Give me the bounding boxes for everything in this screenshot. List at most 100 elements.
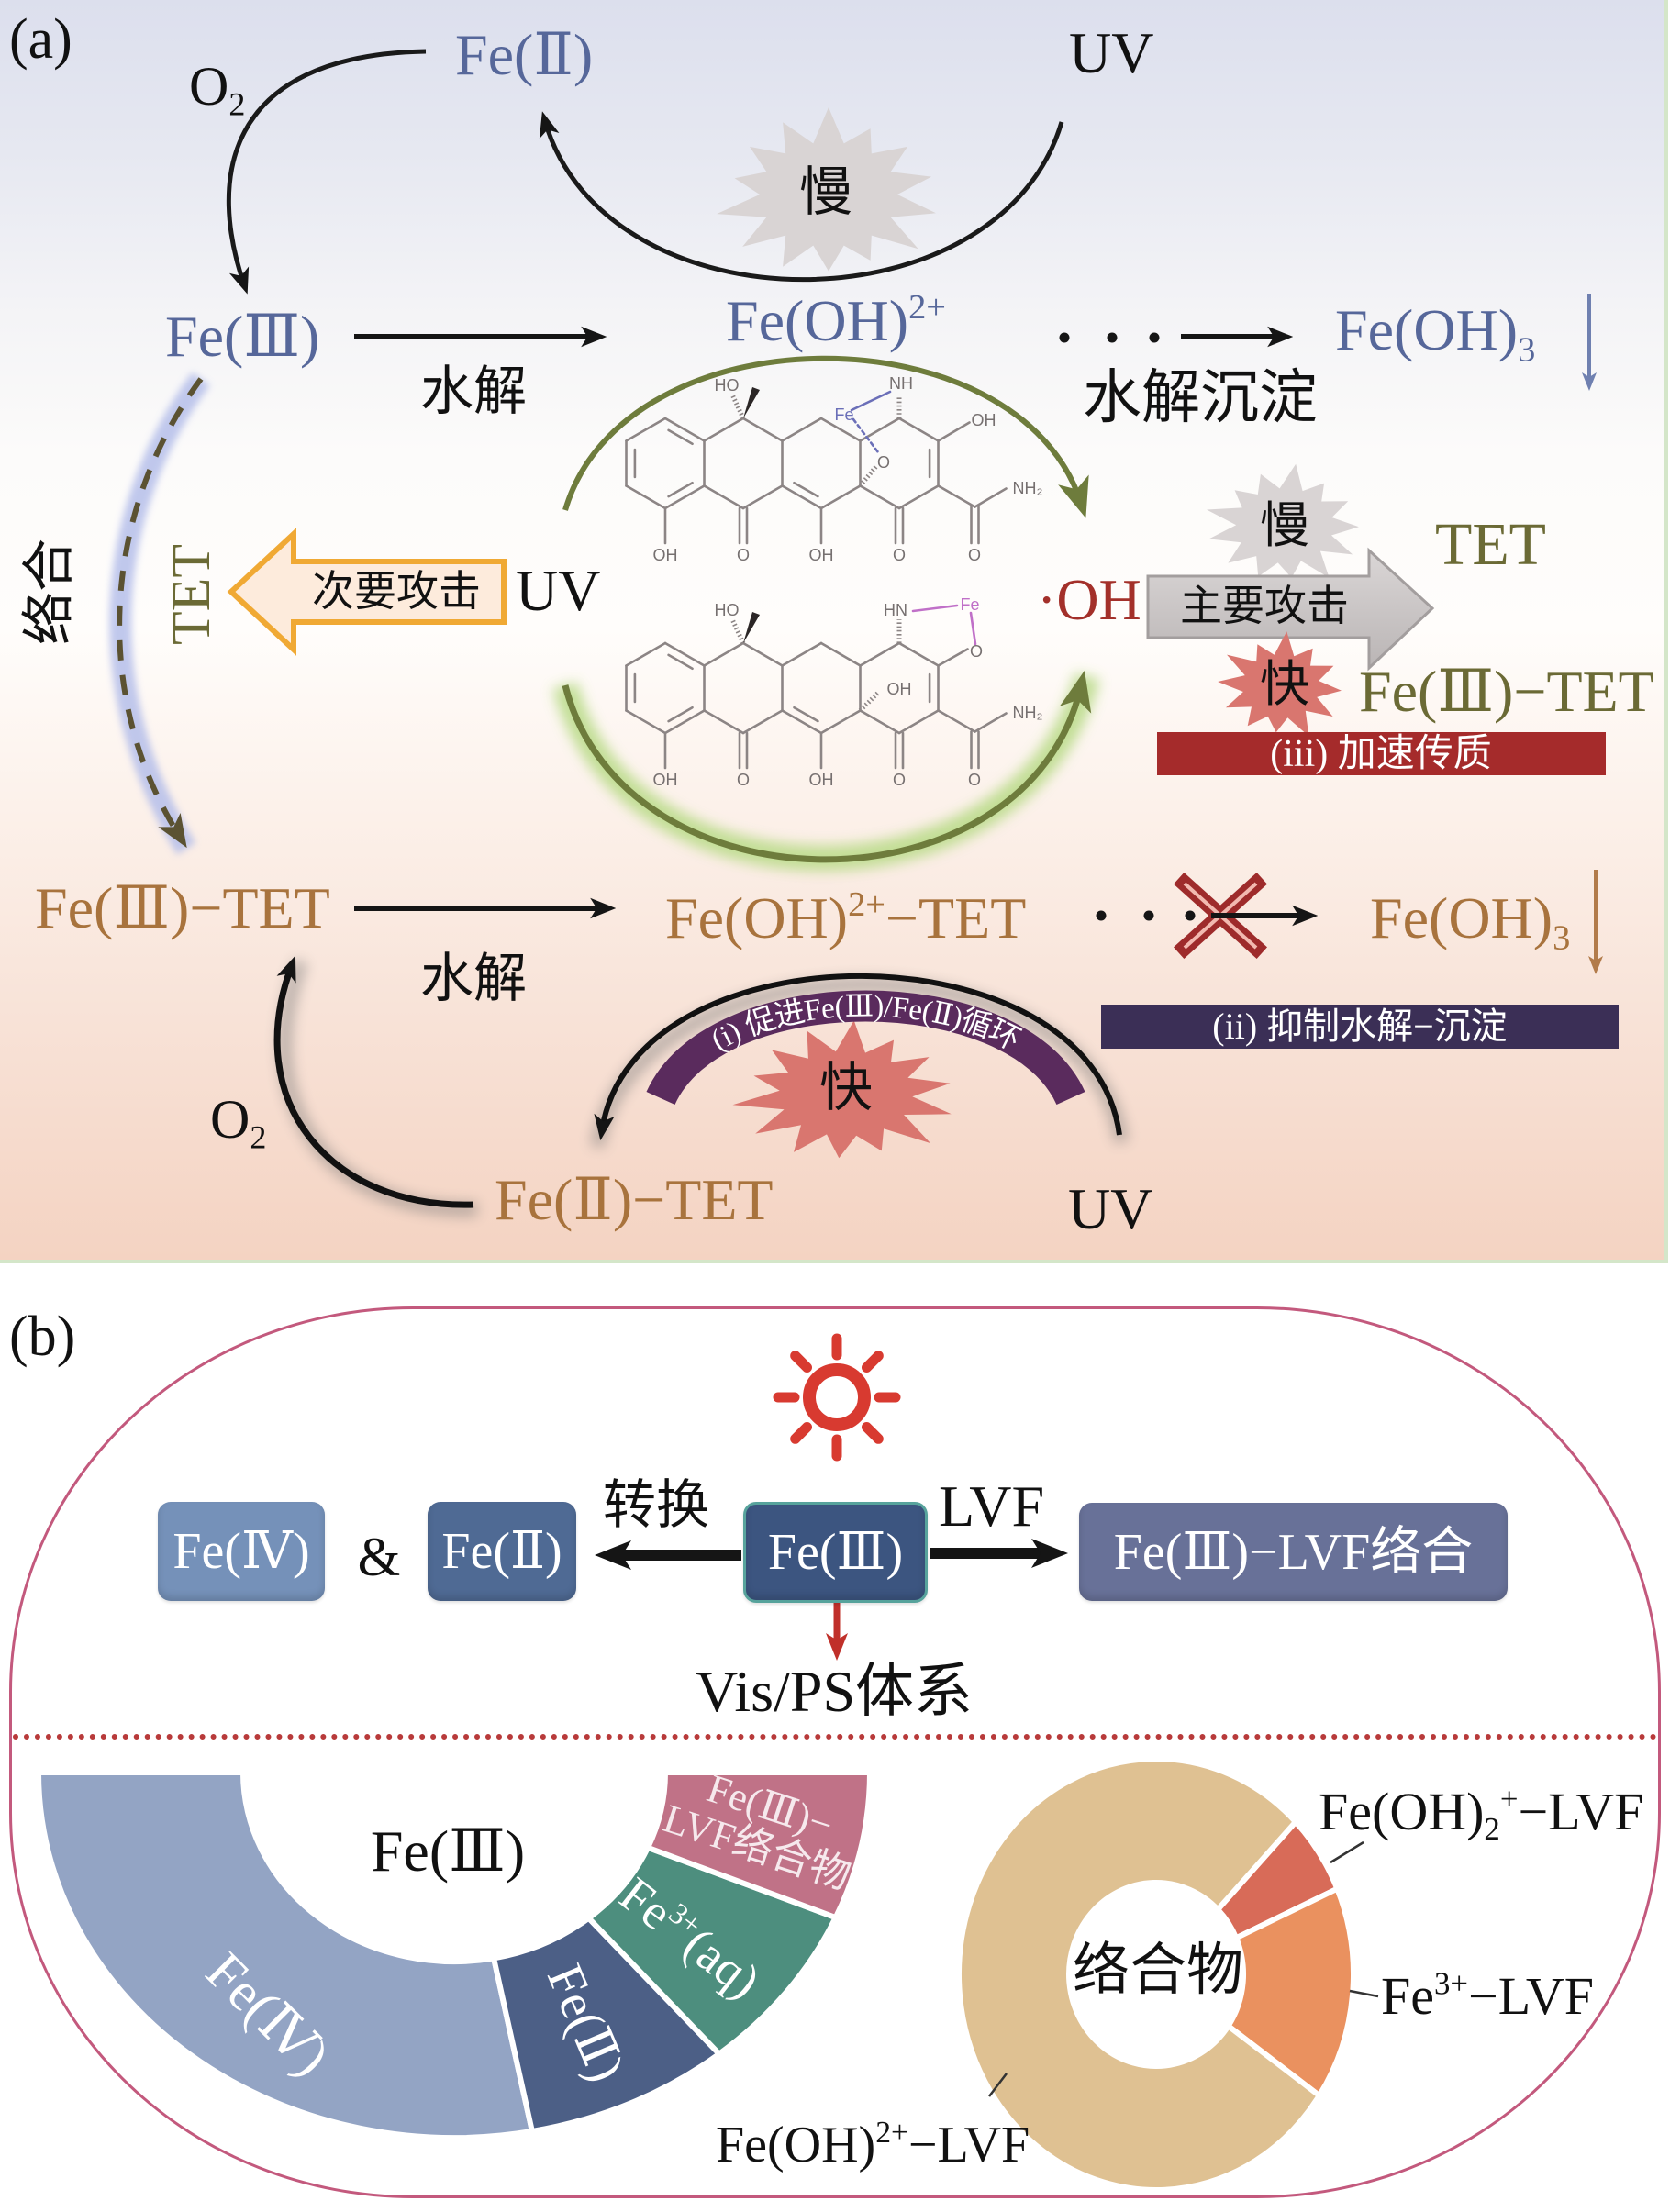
inhibit-hydrolysis-label: (ii) 抑制水解−沉淀 <box>1212 1006 1508 1047</box>
bond <box>663 484 706 510</box>
bond <box>741 641 784 667</box>
leader-line-feoh2-lvf <box>1330 1840 1364 1864</box>
complex-label-fe3-lvf: Fe3+−LVF <box>1381 1968 1594 2023</box>
ellipsis-dot <box>1143 910 1154 921</box>
conversion-label: 转换 <box>603 1475 710 1535</box>
bond <box>897 709 940 735</box>
bond <box>897 484 940 510</box>
fe2-label: Fe(Ⅱ) <box>455 22 594 87</box>
bond <box>729 617 746 645</box>
oxygen-subscript: 2 <box>250 1118 267 1156</box>
oxidation-arc-bottom <box>273 955 474 1208</box>
photolysis-arc-bottom <box>562 670 1092 863</box>
complexation-dashed-arrow <box>117 377 204 849</box>
complexation-label: 络合 <box>19 538 79 646</box>
bond <box>937 709 976 733</box>
complex-center-label: 络合物 <box>1072 1940 1244 2002</box>
inhibit-hydrolysis-bar <box>1101 1005 1619 1049</box>
vis-ps-system-label: Vis/PS体系 <box>696 1659 974 1724</box>
molecule-label-fe: Fe <box>834 406 853 424</box>
bond <box>911 604 959 613</box>
free-iron-cycle-graphics <box>226 49 1597 391</box>
bond <box>897 641 940 667</box>
major-attack-arrow <box>1146 547 1435 672</box>
major-attack-label: 主要攻击 <box>1180 583 1349 629</box>
oxidation-arc-arrow <box>226 49 427 295</box>
bond <box>781 709 823 735</box>
complex-label-feoh-lvf: Fe(OH)2+−LVF <box>716 2117 1030 2173</box>
molecule-label-o: O <box>968 771 981 789</box>
bond <box>625 484 667 510</box>
label-ligand: −LVF <box>1468 1966 1594 2026</box>
precipitation-label: 水解沉淀 <box>1083 365 1318 430</box>
slow-rate-burst-top <box>717 107 936 272</box>
panel-b-separator <box>13 1734 1657 1740</box>
molecule-label-nh2: NH₂ <box>1013 704 1043 722</box>
molecule-label-nh: NH <box>889 374 913 393</box>
fast-rate-label-right: 快 <box>1260 657 1309 712</box>
bond <box>852 417 880 454</box>
fe-tetracycline-structure-top: HO NH Fe O OH NH₂ OH O OH O O <box>625 374 1043 564</box>
sun-ray <box>862 1422 884 1444</box>
fast-rate-burst-right <box>1218 631 1342 737</box>
bond <box>667 428 694 446</box>
molecule-label-o: O <box>737 771 750 789</box>
ellipsis-dot <box>1149 332 1160 343</box>
oxygen-symbol: O <box>189 56 229 117</box>
hydroxyl-radical-label: ·OH <box>1037 567 1141 632</box>
fe-oh3-formula: Fe(OH) <box>1370 885 1553 950</box>
fe-oh3-subscript: 3 <box>1518 330 1536 370</box>
molecule-label-ho: HO <box>715 376 740 395</box>
fe-oh3-label-bottom: Fe(OH)3 <box>1370 889 1570 956</box>
bond <box>703 641 745 667</box>
mass-transfer-bar <box>1157 732 1606 775</box>
slow-rate-label-top: 慢 <box>798 162 853 222</box>
sun-icon <box>773 1333 901 1462</box>
label-subscript: 2 <box>1484 1811 1500 1848</box>
bond <box>859 709 901 735</box>
bond <box>703 484 745 510</box>
bond <box>625 641 667 667</box>
bond <box>897 417 940 442</box>
leader-line-feoh-lvf <box>988 2073 1008 2097</box>
speciation-center-label: Fe(Ⅲ) <box>370 1818 526 1884</box>
speciation-semi-donut-chart <box>35 1770 874 2141</box>
photolysis-arc-glow <box>552 672 1100 872</box>
oxygen-label-top: O2 <box>189 56 245 121</box>
bond <box>741 484 784 510</box>
bond <box>819 709 862 735</box>
complex-segment-2 <box>1224 1884 1356 2100</box>
complex-segment-3 <box>956 1756 1323 2193</box>
molecule-label-oh: OH <box>653 771 678 789</box>
bond <box>703 709 745 735</box>
methyl-wedge-bond <box>743 612 760 643</box>
molecule-label-oh: OH <box>887 680 912 698</box>
bond <box>937 648 969 667</box>
fe-oh-formula: Fe(OH) <box>726 288 909 353</box>
bond <box>859 641 901 667</box>
molecule-label-oh: OH <box>972 411 996 429</box>
methyl-wedge-bond <box>743 387 760 418</box>
speciation-segment-1 <box>35 1770 536 2141</box>
molecule-label-o: O <box>970 642 983 661</box>
bond <box>937 421 971 442</box>
label-formula: Fe(OH) <box>716 2117 876 2173</box>
label-formula: Fe <box>1381 1966 1434 2026</box>
molecule-label-nh2: NH₂ <box>1013 479 1043 497</box>
fe-tetracycline-structure-bottom: HO HN Fe O OH NH₂ OH O OH O O <box>625 595 1043 789</box>
bond <box>781 484 823 510</box>
hydrolysis-label-bottom: 水解 <box>420 949 528 1008</box>
label-ligand: −LVF <box>1518 1782 1644 1841</box>
molecule-label-oh: OH <box>809 546 834 564</box>
oxygen-subscript: 2 <box>228 85 246 123</box>
uv-label-middle: UV <box>516 558 601 623</box>
photoreduction-arc-shadow <box>590 977 1129 1149</box>
complex-label-feoh2-lvf: Fe(OH)2+−LVF <box>1319 1782 1644 1845</box>
fe-oh3-formula: Fe(OH) <box>1335 297 1519 362</box>
bond <box>667 653 694 671</box>
fe-oh3-label: Fe(OH)3 <box>1335 301 1535 368</box>
bond <box>781 417 823 442</box>
fe2-tet-label: Fe(Ⅱ)−TET <box>495 1167 774 1232</box>
